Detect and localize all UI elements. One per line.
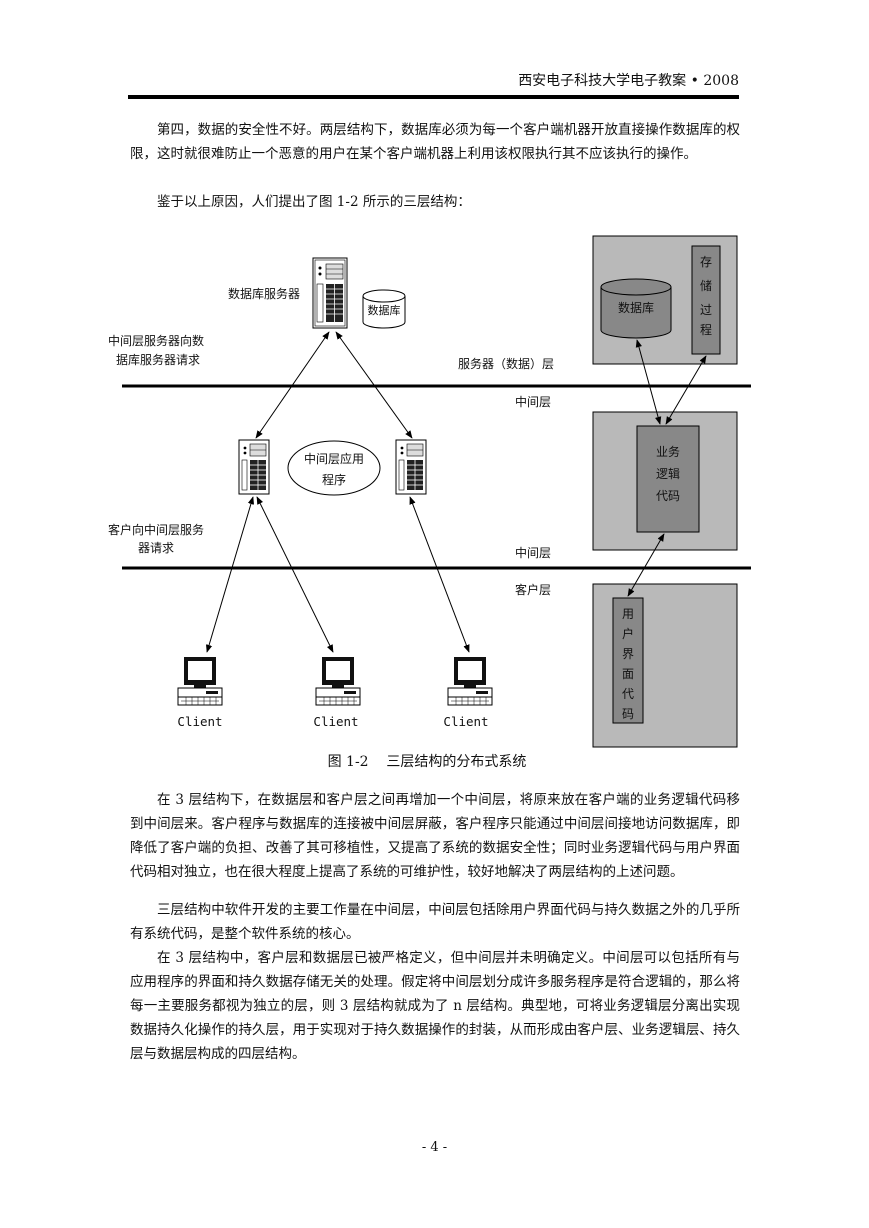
stored-procedure-char-4: 程 (700, 322, 712, 337)
arrow-client3-to-mid (409, 496, 470, 653)
business-logic-line-2: 逻辑 (656, 467, 680, 481)
arrow-proc-to-logic (665, 355, 707, 425)
middle-layer-label-bottom: 中间层 (515, 545, 551, 560)
paragraph-security: 第四，数据的安全性不好。两层结构下，数据库必须为每一个客户端机器开放直接操作数据… (130, 122, 740, 162)
client-pc-2-icon (315, 656, 361, 706)
middle-app-label-1: 中间层应用 (304, 451, 364, 466)
arrow-logic-to-ui (627, 533, 665, 597)
business-logic-line-1: 业务 (656, 444, 680, 459)
right-database-label: 数据库 (618, 300, 654, 315)
middle-layer-label-top: 中间层 (515, 394, 551, 409)
middle-server-right-icon (395, 439, 427, 495)
business-logic-line-3: 代码 (656, 489, 680, 503)
page-number: - 4 - (421, 1140, 448, 1155)
ui-code-box (612, 597, 644, 724)
paragraph-n-tier: 在 3 层结构中，客户层和数据层已被严格定义，但中间层并未明确定义。中间层可以包… (130, 950, 740, 1062)
client-to-mid-label-1: 客户向中间层服务 (108, 522, 204, 537)
client-label-1: Client (177, 714, 222, 729)
arrow-client1-to-mid (205, 496, 255, 653)
ui-code-char-4: 面 (622, 667, 634, 681)
client-pc-1-icon (177, 656, 223, 706)
mid-to-db-label-1: 中间层服务器向数 (108, 333, 204, 348)
middle-app-ellipse (287, 440, 381, 496)
arrow-mid-left-to-db (255, 331, 330, 439)
arrow-db-to-logic (635, 339, 662, 425)
page-header: 西安电子科技大学电子教案 • 2008 (518, 70, 739, 90)
database-cylinder-label: 数据库 (368, 303, 401, 317)
stored-procedure-char-2: 储 (700, 278, 712, 293)
header-year: 2008 (703, 73, 739, 89)
stored-procedure-box (691, 245, 721, 355)
stored-procedure-char-1: 存 (700, 255, 712, 269)
ui-code-char-2: 户 (622, 626, 634, 641)
arrow-client2-to-mid (256, 496, 334, 653)
ui-code-char-6: 码 (622, 707, 634, 721)
middle-server-left-icon (238, 439, 270, 495)
ui-code-char-1: 用 (622, 607, 634, 621)
client-label-2: Client (313, 714, 358, 729)
database-server-icon (312, 257, 348, 329)
figure-caption: 图 1-2 三层结构的分布式系统 (328, 754, 527, 770)
arrow-mid-right-to-db (335, 331, 413, 439)
client-layer-label: 客户层 (515, 582, 551, 597)
client-to-mid-label-2: 器请求 (138, 541, 174, 555)
business-logic-box (636, 425, 700, 533)
paragraph-intro-figure: 鉴于以上原因，人们提出了图 1-2 所示的三层结构： (157, 194, 471, 210)
middle-app-label-2: 程序 (322, 472, 346, 487)
header-rule (128, 95, 739, 99)
client-label-3: Client (443, 714, 488, 729)
paragraph-three-tier: 在 3 层结构下，在数据层和客户层之间再增加一个中间层，将原来放在客户端的业务逻… (130, 792, 740, 880)
paragraph-middle-tier-core: 三层结构中软件开发的主要工作量在中间层，中间层包括除用户界面代码与持久数据之外的… (130, 902, 740, 942)
header-title: 西安电子科技大学电子教案 (518, 73, 687, 89)
header-bullet: • (690, 73, 699, 89)
ui-code-char-3: 界 (622, 647, 634, 661)
client-pc-3-icon (447, 656, 493, 706)
db-server-label: 数据库服务器 (228, 286, 300, 301)
server-layer-label: 服务器（数据）层 (458, 356, 554, 371)
stored-procedure-char-3: 过 (700, 303, 712, 317)
database-cylinder-icon: 数据库 (362, 289, 406, 329)
mid-to-db-label-2: 据库服务器请求 (116, 352, 200, 367)
right-database-cylinder: 数据库 (600, 278, 672, 339)
ui-code-char-5: 代 (622, 687, 634, 701)
